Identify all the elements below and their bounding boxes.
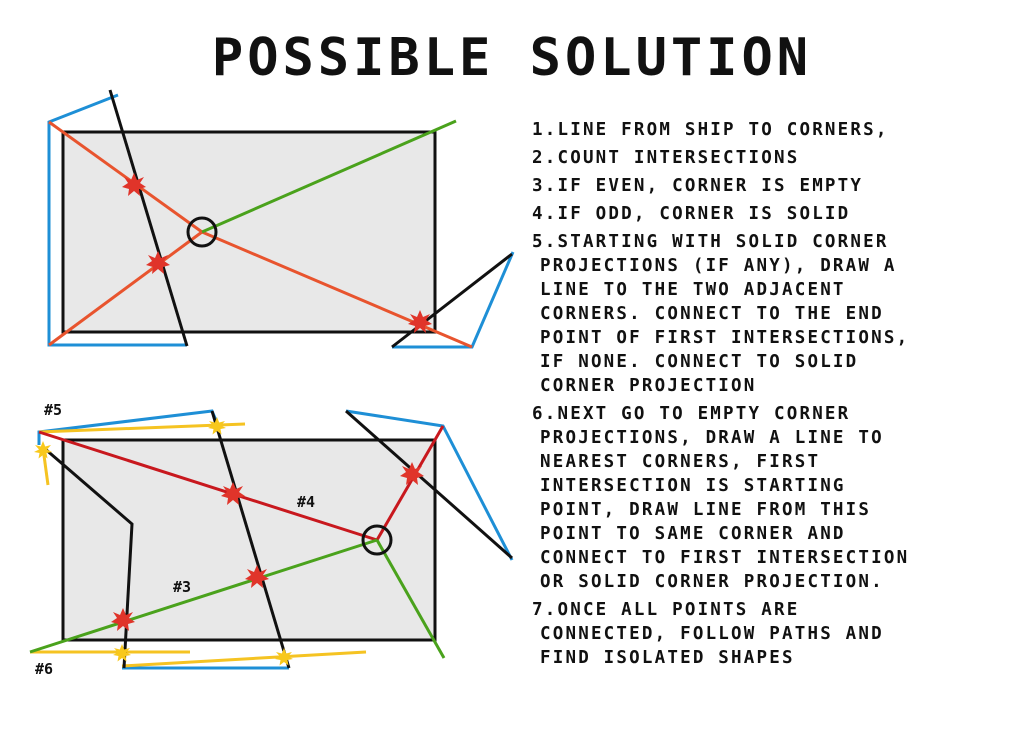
step-line: NEAREST CORNERS, FIRST <box>540 452 821 472</box>
bottom-diagram <box>29 409 514 670</box>
ship-circle <box>361 524 393 556</box>
step-line: POINT, DRAW LINE FROM THIS <box>540 500 872 520</box>
black-edge-middle <box>210 410 291 669</box>
step-line: POINT OF FIRST INTERSECTIONS, <box>540 328 910 348</box>
black-edge-left <box>108 89 189 347</box>
step-line: LINE TO THE TWO ADJACENT <box>540 280 846 300</box>
step-6: 6.NEXT GO TO EMPTY CORNER PROJECTIONS, D… <box>532 402 1012 594</box>
step-4: 4.IF ODD, CORNER IS SOLID <box>532 202 1012 226</box>
black-edge-right <box>391 252 513 349</box>
label-6: #6 <box>35 660 54 678</box>
orange-line-botright <box>201 230 473 349</box>
asteroid-rect <box>61 438 437 642</box>
step-line: CONNECTED, FOLLOW PATHS AND <box>540 624 884 644</box>
label-4: #4 <box>297 493 316 511</box>
top-diagram <box>47 89 515 349</box>
orange-line-topleft <box>48 120 203 234</box>
step-line: PROJECTIONS, DRAW A LINE TO <box>540 428 884 448</box>
step-line: INTERSECTION IS STARTING <box>540 476 846 496</box>
yellow-line-top <box>38 422 246 434</box>
ship-circle <box>186 216 218 248</box>
step-line: FIND ISOLATED SHAPES <box>540 648 795 668</box>
step-line: 2.COUNT INTERSECTIONS <box>532 148 800 168</box>
orange-line-botleft <box>48 230 203 347</box>
step-1: 1.LINE FROM SHIP TO CORNERS, <box>532 118 1012 142</box>
blue-projection-left <box>47 93 187 347</box>
yellow-line-bottom-2 <box>121 650 367 668</box>
step-line: 3.IF EVEN, CORNER IS EMPTY <box>532 176 864 196</box>
step-line: 7.ONCE ALL POINTS ARE <box>532 600 800 620</box>
asteroid-rect <box>61 130 437 334</box>
step-line: 1.LINE FROM SHIP TO CORNERS, <box>532 120 889 140</box>
page-title: POSSIBLE SOLUTION <box>211 28 813 88</box>
green-line-right <box>375 539 446 659</box>
steps-list: 1.LINE FROM SHIP TO CORNERS, 2.COUNT INT… <box>532 118 1012 674</box>
label-5: #5 <box>44 401 63 419</box>
step-line: CONNECT TO FIRST INTERSECTION <box>540 548 910 568</box>
green-line-left <box>29 538 378 654</box>
step-line: OR SOLID CORNER PROJECTION. <box>540 572 884 592</box>
black-edge-right <box>345 409 513 560</box>
step-7: 7.ONCE ALL POINTS ARE CONNECTED, FOLLOW … <box>532 598 1012 670</box>
step-line: IF NONE. CONNECT TO SOLID <box>540 352 859 372</box>
step-line: 6.NEXT GO TO EMPTY CORNER <box>532 404 851 424</box>
step-5: 5.STARTING WITH SOLID CORNER PROJECTIONS… <box>532 230 1012 398</box>
green-line <box>201 119 457 234</box>
step-line: CORNER PROJECTION <box>540 376 757 396</box>
step-line: PROJECTIONS (IF ANY), DRAW A <box>540 256 897 276</box>
step-line: POINT TO SAME CORNER AND <box>540 524 846 544</box>
label-3: #3 <box>173 578 192 596</box>
step-line: 4.IF ODD, CORNER IS SOLID <box>532 204 851 224</box>
step-3: 3.IF EVEN, CORNER IS EMPTY <box>532 174 1012 198</box>
step-2: 2.COUNT INTERSECTIONS <box>532 146 1012 170</box>
step-line: 5.STARTING WITH SOLID CORNER <box>532 232 889 252</box>
red-line-left <box>38 430 378 542</box>
step-line: CORNERS. CONNECT TO THE END <box>540 304 884 324</box>
red-line-right <box>375 425 445 541</box>
